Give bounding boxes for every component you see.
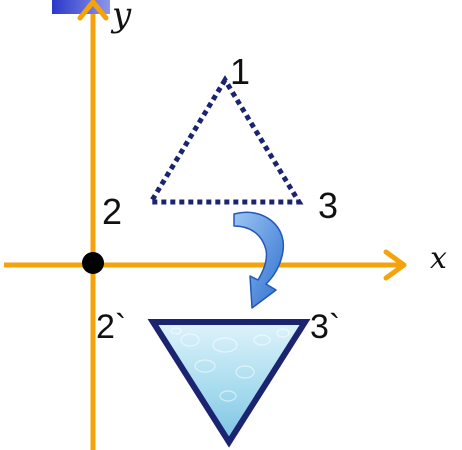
reflected-triangle [147, 319, 311, 448]
x-axis-label: x [430, 241, 447, 276]
vertex-label-3: 3 [318, 185, 338, 226]
origin-point [82, 252, 104, 274]
original-triangle [146, 75, 304, 205]
curved-arrow-icon [233, 211, 285, 309]
vertex-label-1: 1 [230, 51, 250, 92]
vertex-label-2: 2 [102, 191, 122, 232]
x-axis [4, 249, 407, 281]
y-axis [77, 0, 109, 450]
vertex-label-3-prime: 3` [310, 308, 340, 346]
reflected-triangle-texture [170, 327, 290, 402]
y-axis-label: y [110, 0, 132, 35]
x-axis-arrowhead [383, 249, 407, 281]
y-axis-arrowhead [77, 0, 109, 21]
vertex-label-2-prime: 2` [96, 308, 126, 346]
